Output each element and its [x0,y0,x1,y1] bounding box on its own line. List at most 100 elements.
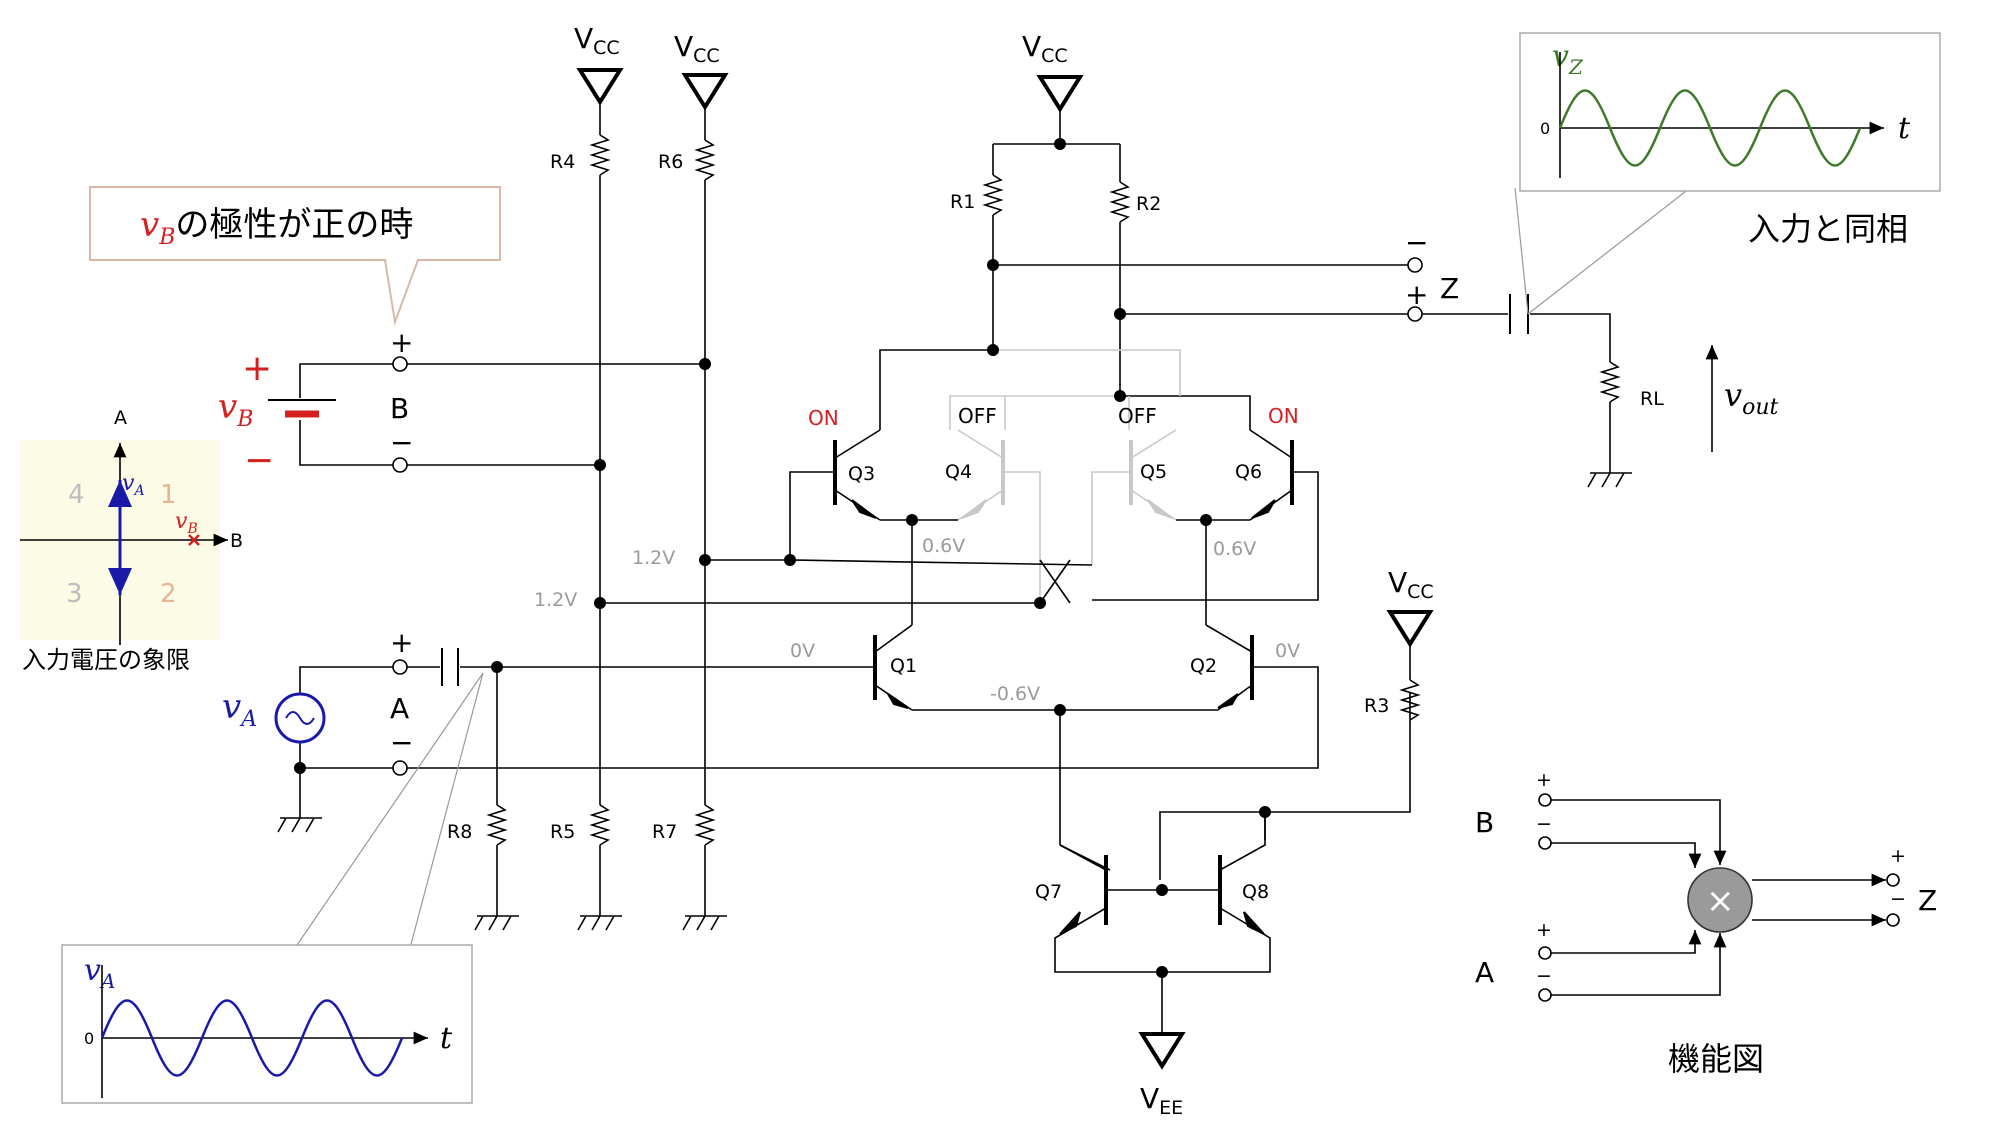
axis-b-label: B [230,530,243,552]
terminal-z-label: Z [1440,272,1459,305]
label-q4: Q4 [945,461,972,483]
vcc-triangle-icon [1386,610,1434,648]
label-r6: R6 [658,151,683,173]
quadrant-diagram: A B 4 1 3 2 vA vB 入力電圧の象限 [20,407,243,674]
quadrant-va-label: vA [122,471,145,499]
label-r2: R2 [1136,193,1161,215]
fd-caption: 機能図 [1668,1040,1764,1078]
resistor-r2 [1109,181,1131,223]
capacitor-out [1509,294,1529,334]
resistor-r7 [694,804,716,846]
fd-multiply-sign: × [1706,881,1735,921]
quadrant-4: 4 [68,480,85,510]
fd-b-plus: + [1536,769,1552,791]
multiplier-icon [1687,867,1753,933]
callout-a-label: vA [84,953,115,993]
vcc-r3: VCC [1386,566,1434,648]
callout-a-t: t [440,1021,453,1056]
label-r4: R4 [550,151,575,173]
label-q2: Q2 [1190,655,1217,677]
junction-dots [294,138,1271,978]
wire-z-out [993,264,1408,315]
fd-z-label: Z [1918,884,1937,917]
state-q5: OFF [1118,404,1157,428]
vee-supply: VEE [1138,1032,1186,1119]
wire-lower-emitters [912,709,1218,845]
resistor-r1 [982,174,1004,216]
battery-plus: + [242,348,272,389]
voltage-0v-b: 0V [1275,640,1300,662]
wire-rl [1422,313,1611,465]
resistor-rl [1599,361,1621,403]
callout-a-zero: 0 [84,1029,94,1048]
wire-cross [1039,559,1071,604]
wire-a-minus [407,666,1319,769]
vcc-label: VCC [1388,566,1434,603]
label-rl: RL [1640,388,1664,410]
quadrant-1: 1 [160,480,177,510]
label-q8: Q8 [1242,881,1269,903]
resistor-r8 [486,804,508,846]
capacitor-a [441,648,459,686]
fd-a-plus: + [1536,919,1552,941]
terminal-b-minus[interactable] [392,457,408,473]
label-q7: Q7 [1035,881,1062,903]
transistor-q6 [1092,429,1319,601]
wire-bias-12v-b [600,602,1040,604]
b-minus-sign: − [390,426,413,459]
terminal-a-plus[interactable] [392,659,408,675]
vee-triangle-icon [1138,1032,1186,1070]
quadrant-2: 2 [160,579,177,609]
label-q1: Q1 [890,655,917,677]
ground-icon [682,908,727,931]
vcc-label: VCC [674,30,720,67]
wire-q1-q2-collectors [911,520,1207,625]
label-r7: R7 [652,821,677,843]
resistor-r6 [694,139,716,181]
callout-b-text: vBの極性が正の時 [140,205,413,250]
resistor-r3 [1399,679,1421,721]
z-minus-sign: − [1405,226,1428,259]
b-plus-sign: + [390,326,413,359]
terminal-b-plus[interactable] [392,356,408,372]
terminal-z-minus[interactable] [1407,257,1423,273]
wire-b-inputs [407,363,705,466]
quadrant-vb-label: vB [175,509,198,537]
voltage-1-2v-b: 1.2V [534,589,577,611]
fd-b-minus: − [1536,813,1552,835]
voltage-1-2v-a: 1.2V [632,547,675,569]
voltage-0-6v-b: 0.6V [1213,538,1256,560]
transistor-q3 [789,429,881,565]
source-va: vA [222,666,393,810]
resistor-r4 [589,134,611,176]
terminal-a-label: A [390,692,409,725]
wire-q3-q6-collectors [879,349,1251,430]
wire-q4-q5-collectors [949,349,1181,430]
fd-z-plus: + [1890,845,1906,867]
vcc-triangle-icon [1036,75,1084,113]
a-plus-sign: + [390,626,413,659]
callout-b: vBの極性が正の時 [89,186,501,326]
vcc-triangle-icon [681,73,729,111]
voltage-0-6v-a: 0.6V [922,535,965,557]
wire-r1-r2 [992,109,1121,396]
callout-a: vA 0 t [61,672,484,1104]
voltage-0v-a: 0V [790,640,815,662]
state-q6: ON [1268,404,1299,428]
vcc-label: VCC [574,22,620,59]
terminal-b-label: B [390,392,409,425]
ground-icon [474,908,519,931]
label-r1: R1 [950,191,975,213]
voltage-neg-0-6v: -0.6V [990,683,1040,705]
transistor-q1 [873,624,913,711]
vcc-r1r2: VCC [1022,30,1084,113]
battery-minus: − [244,440,274,481]
z-plus-sign: + [1405,278,1428,311]
vcc-triangle-icon [576,68,624,106]
ground-icon [1587,465,1632,488]
terminal-a-minus[interactable] [392,760,408,776]
ground-icon [577,908,622,931]
fd-a-label: A [1475,956,1494,989]
wire-mirror-bias [1059,692,1411,880]
